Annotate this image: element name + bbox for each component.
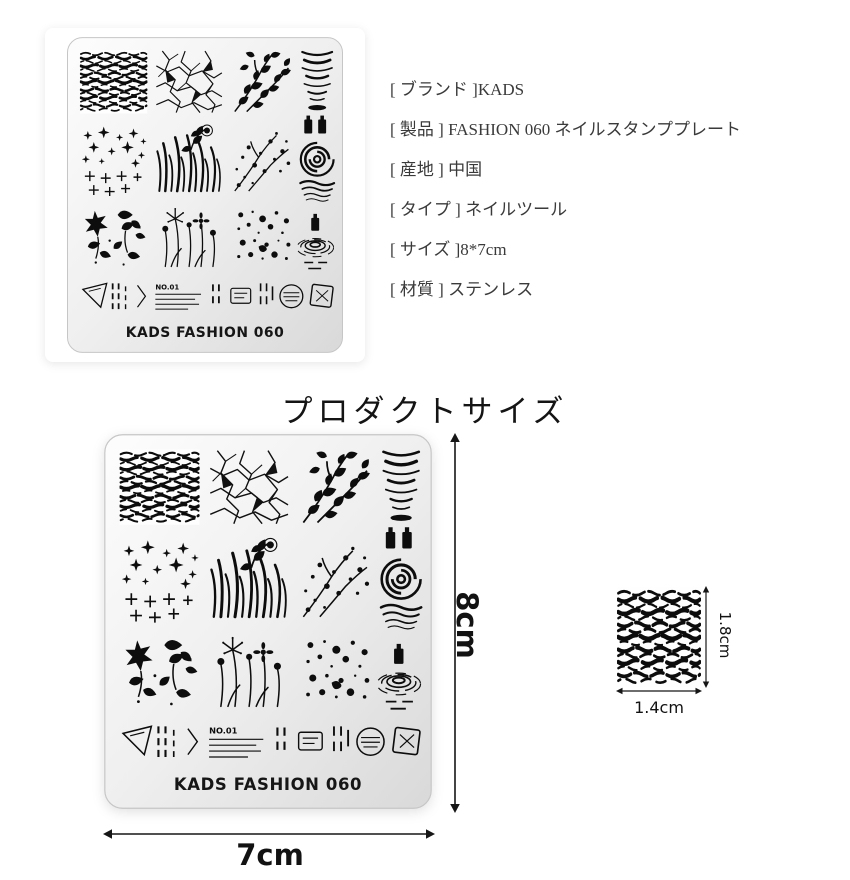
stamp-plate-photo [66, 36, 344, 354]
product-photo-card [45, 28, 365, 362]
swatch-height-arrow-icon [702, 586, 710, 688]
height-dimension-arrow-icon [450, 433, 460, 813]
product-specs: [ ブランド ]KADS [ 製品 ] FASHION 060 ネイルスタンププ… [390, 70, 741, 310]
spec-origin: [ 産地 ] 中国 [390, 160, 483, 179]
width-dimension-arrow-icon [103, 829, 435, 839]
swatch-height-label: 1.8cm [716, 611, 734, 659]
spec-type: [ タイプ ] ネイルツール [390, 200, 568, 219]
swatch-width-arrow-icon [616, 687, 702, 695]
spec-size: [ サイズ ]8*7cm [390, 240, 507, 259]
size-section-title: プロダクトサイズ [281, 394, 569, 429]
spec-material: [ 材質 ] ステンレス [390, 280, 534, 299]
spec-product: [ 製品 ] FASHION 060 ネイルスタンププレート [390, 120, 741, 139]
spec-brand: [ ブランド ]KADS [390, 80, 525, 99]
plate-width-label: 7cm [236, 838, 304, 872]
stamp-plate-size-diagram [103, 433, 433, 810]
pattern-swatch [617, 587, 701, 687]
swatch-width-label: 1.4cm [634, 698, 684, 717]
plate-height-label: 8cm [450, 591, 484, 659]
